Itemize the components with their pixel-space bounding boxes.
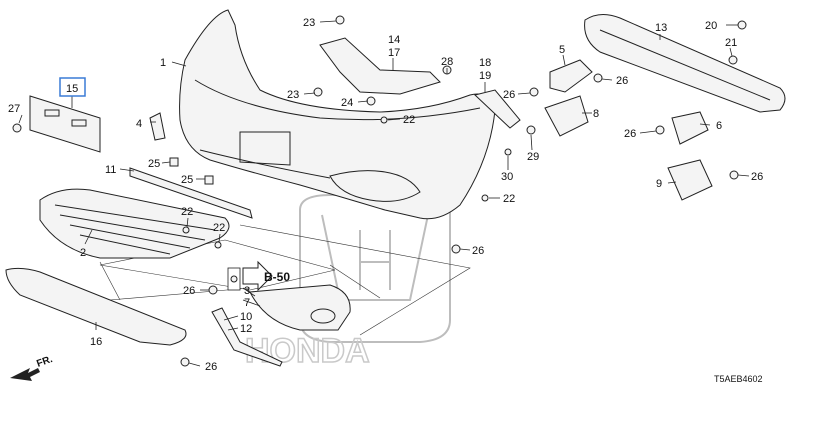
callout-4: 4	[136, 118, 142, 130]
clip-22-d	[214, 241, 222, 249]
front-label: FR.	[35, 354, 54, 370]
highlight-box-15	[59, 77, 86, 97]
callout-29: 29	[527, 151, 539, 163]
callout-6: 6	[716, 120, 722, 132]
callout-22-b: 22	[503, 193, 515, 205]
callout-15: 15	[66, 83, 78, 95]
bolt-29	[526, 125, 536, 135]
callout-28: 28	[441, 56, 453, 68]
bracket-6	[671, 111, 709, 145]
fog-light-garnish	[249, 284, 351, 331]
bracket-8	[544, 95, 589, 137]
bolt-26-a	[529, 87, 539, 97]
reference-b50: B-50	[227, 260, 290, 292]
clip-22-c	[182, 226, 190, 234]
callout-22-c: 22	[181, 206, 193, 218]
callout-7: 7	[244, 297, 250, 309]
clip-22-a	[380, 116, 388, 124]
callout-26-f: 26	[183, 285, 195, 297]
bolt-26-d	[729, 170, 739, 180]
bolt-24	[366, 96, 376, 106]
callout-23-a: 23	[303, 17, 315, 29]
callout-10: 10	[240, 311, 252, 323]
lower-grille	[39, 188, 230, 259]
callout-26-c: 26	[624, 128, 636, 140]
bolt-26-g	[180, 357, 190, 367]
callout-30: 30	[501, 171, 513, 183]
callout-3: 3	[244, 285, 250, 297]
bolt-21	[728, 55, 738, 65]
callout-24: 24	[341, 97, 353, 109]
front-direction: FR.	[10, 354, 54, 381]
callout-26-g: 26	[205, 361, 217, 373]
callout-11: 11	[105, 164, 116, 176]
clip-4	[149, 112, 166, 141]
bumper-beam	[584, 14, 786, 113]
bracket-9	[667, 159, 713, 201]
callout-25-a: 25	[148, 158, 160, 170]
callout-16: 16	[90, 336, 102, 348]
callout-17: 17	[388, 47, 400, 59]
side-bracket-14-17	[319, 37, 441, 95]
leader-lines	[18, 20, 750, 367]
watermark-text: HONDA	[245, 332, 370, 370]
callout-8: 8	[593, 108, 599, 120]
under-cover	[5, 267, 187, 346]
bolt-23-lower	[313, 87, 323, 97]
callout-23-b: 23	[287, 89, 299, 101]
front-bumper-face	[179, 9, 496, 220]
clip-25-b	[204, 175, 214, 185]
callout-27: 27	[8, 103, 20, 115]
bracket-18-19	[473, 89, 521, 129]
honda-watermark-logo: HONDA	[244, 194, 451, 371]
reference-fastener-icon	[230, 275, 238, 283]
callout-1: 1	[160, 57, 166, 69]
callout-9: 9	[656, 178, 662, 190]
clip-22-b	[481, 194, 489, 202]
bolt-27	[12, 123, 22, 133]
callout-18: 18	[479, 57, 491, 69]
callout-20: 20	[705, 20, 717, 32]
callout-26-e: 26	[472, 245, 484, 257]
diagram-code: T5AEB4602	[714, 374, 763, 384]
callout-25-b: 25	[181, 174, 193, 186]
front-arrow-icon	[10, 368, 40, 381]
bracket-5	[549, 59, 593, 93]
bolt-26-e	[451, 244, 461, 254]
bolt-26-c	[655, 125, 665, 135]
reference-label: B-50	[264, 270, 290, 284]
callout-2: 2	[80, 247, 86, 259]
callout-22-d: 22	[213, 222, 225, 234]
bolt-20	[737, 20, 747, 30]
callout-21: 21	[725, 37, 737, 49]
callout-14: 14	[388, 34, 400, 46]
callout-19: 19	[479, 70, 491, 82]
clip-30	[504, 148, 512, 156]
callout-5: 5	[559, 44, 565, 56]
callout-13: 13	[655, 22, 667, 34]
reference-arrow-icon	[242, 260, 273, 292]
clip-25-a	[169, 157, 179, 167]
lower-molding-11	[129, 167, 253, 219]
bolt-26-b	[593, 73, 603, 83]
bolt-23-upper	[335, 15, 345, 25]
license-plate-base	[29, 95, 101, 153]
callout-22-a: 22	[403, 114, 415, 126]
chrome-garnish-strip	[211, 307, 283, 367]
callout-26-d: 26	[751, 171, 763, 183]
callout-26-a: 26	[503, 89, 515, 101]
callout-labels: 1 2 3 4 5 6 7 8 9 10 11 12 13 14 15 16 1…	[8, 17, 763, 373]
fasteners	[12, 15, 747, 367]
callout-26-b: 26	[616, 75, 628, 87]
callout-12: 12	[240, 323, 252, 335]
bolt-26-f	[208, 285, 218, 295]
